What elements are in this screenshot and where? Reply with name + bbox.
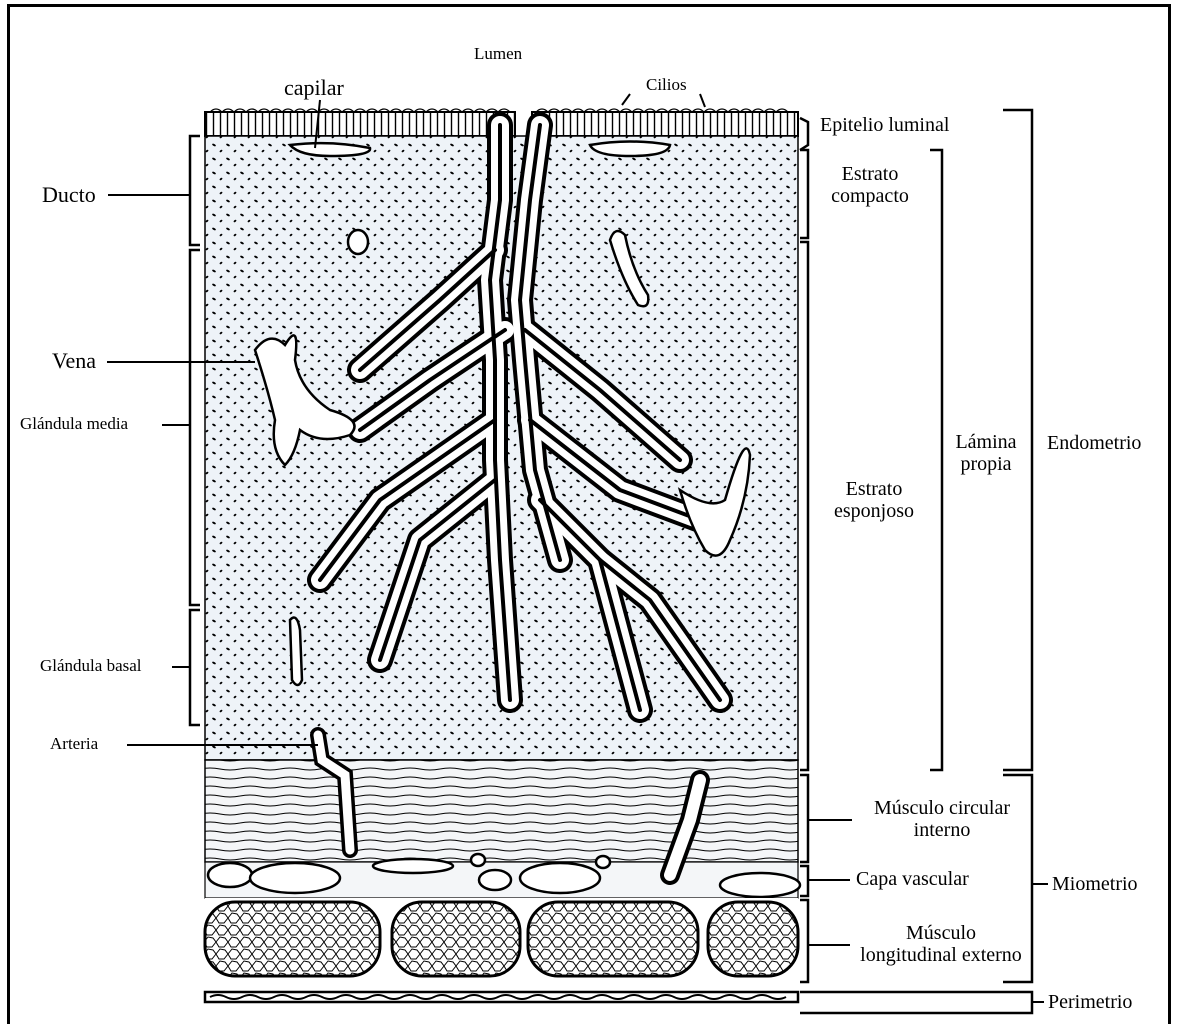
musculo-longitudinal-line2: longitudinal externo [850, 944, 1032, 966]
estrato-compacto-line1: Estrato [820, 163, 920, 185]
musculo-circular-line2: interno [852, 819, 1032, 841]
right-leader-lines [808, 820, 1048, 1002]
musculo-circular-label: Músculo circular interno [852, 797, 1032, 841]
estrato-esponjoso-line1: Estrato [820, 478, 928, 500]
capa-vascular-label: Capa vascular [856, 868, 969, 890]
circular-muscle-layer [205, 760, 798, 862]
musculo-longitudinal-line1: Músculo [850, 922, 1032, 944]
perimetrio-label: Perimetrio [1048, 991, 1132, 1013]
longitudinal-muscle-layer [205, 898, 798, 980]
lamina-propia-line1: Lámina [945, 431, 1027, 453]
glandula-media-label: Glándula media [20, 415, 128, 434]
estrato-esponjoso-label: Estrato esponjoso [820, 478, 928, 522]
ducto-label: Ducto [42, 183, 96, 207]
cilios-label: Cilios [646, 76, 687, 95]
lumen-label: Lumen [474, 45, 522, 64]
musculo-longitudinal-label: Músculo longitudinal externo [850, 922, 1032, 966]
capilar-label: capilar [284, 76, 344, 100]
endometrio-label: Endometrio [1047, 432, 1141, 454]
left-brackets [190, 136, 200, 725]
estrato-compacto-line2: compacto [820, 185, 920, 207]
glandula-basal-label: Glándula basal [40, 657, 142, 676]
musculo-circular-line1: Músculo circular [852, 797, 1032, 819]
miometrio-label: Miometrio [1052, 873, 1138, 895]
lamina-propia-label: Lámina propia [945, 431, 1027, 475]
perimetrium-layer [205, 992, 798, 1002]
arteria-label: Arteria [50, 735, 98, 754]
estrato-compacto-label: Estrato compacto [820, 163, 920, 207]
lamina-propia-line2: propia [945, 453, 1027, 475]
estrato-esponjoso-line2: esponjoso [820, 500, 928, 522]
vena-label: Vena [52, 349, 96, 373]
epitelio-luminal-label: Epitelio luminal [820, 114, 949, 136]
